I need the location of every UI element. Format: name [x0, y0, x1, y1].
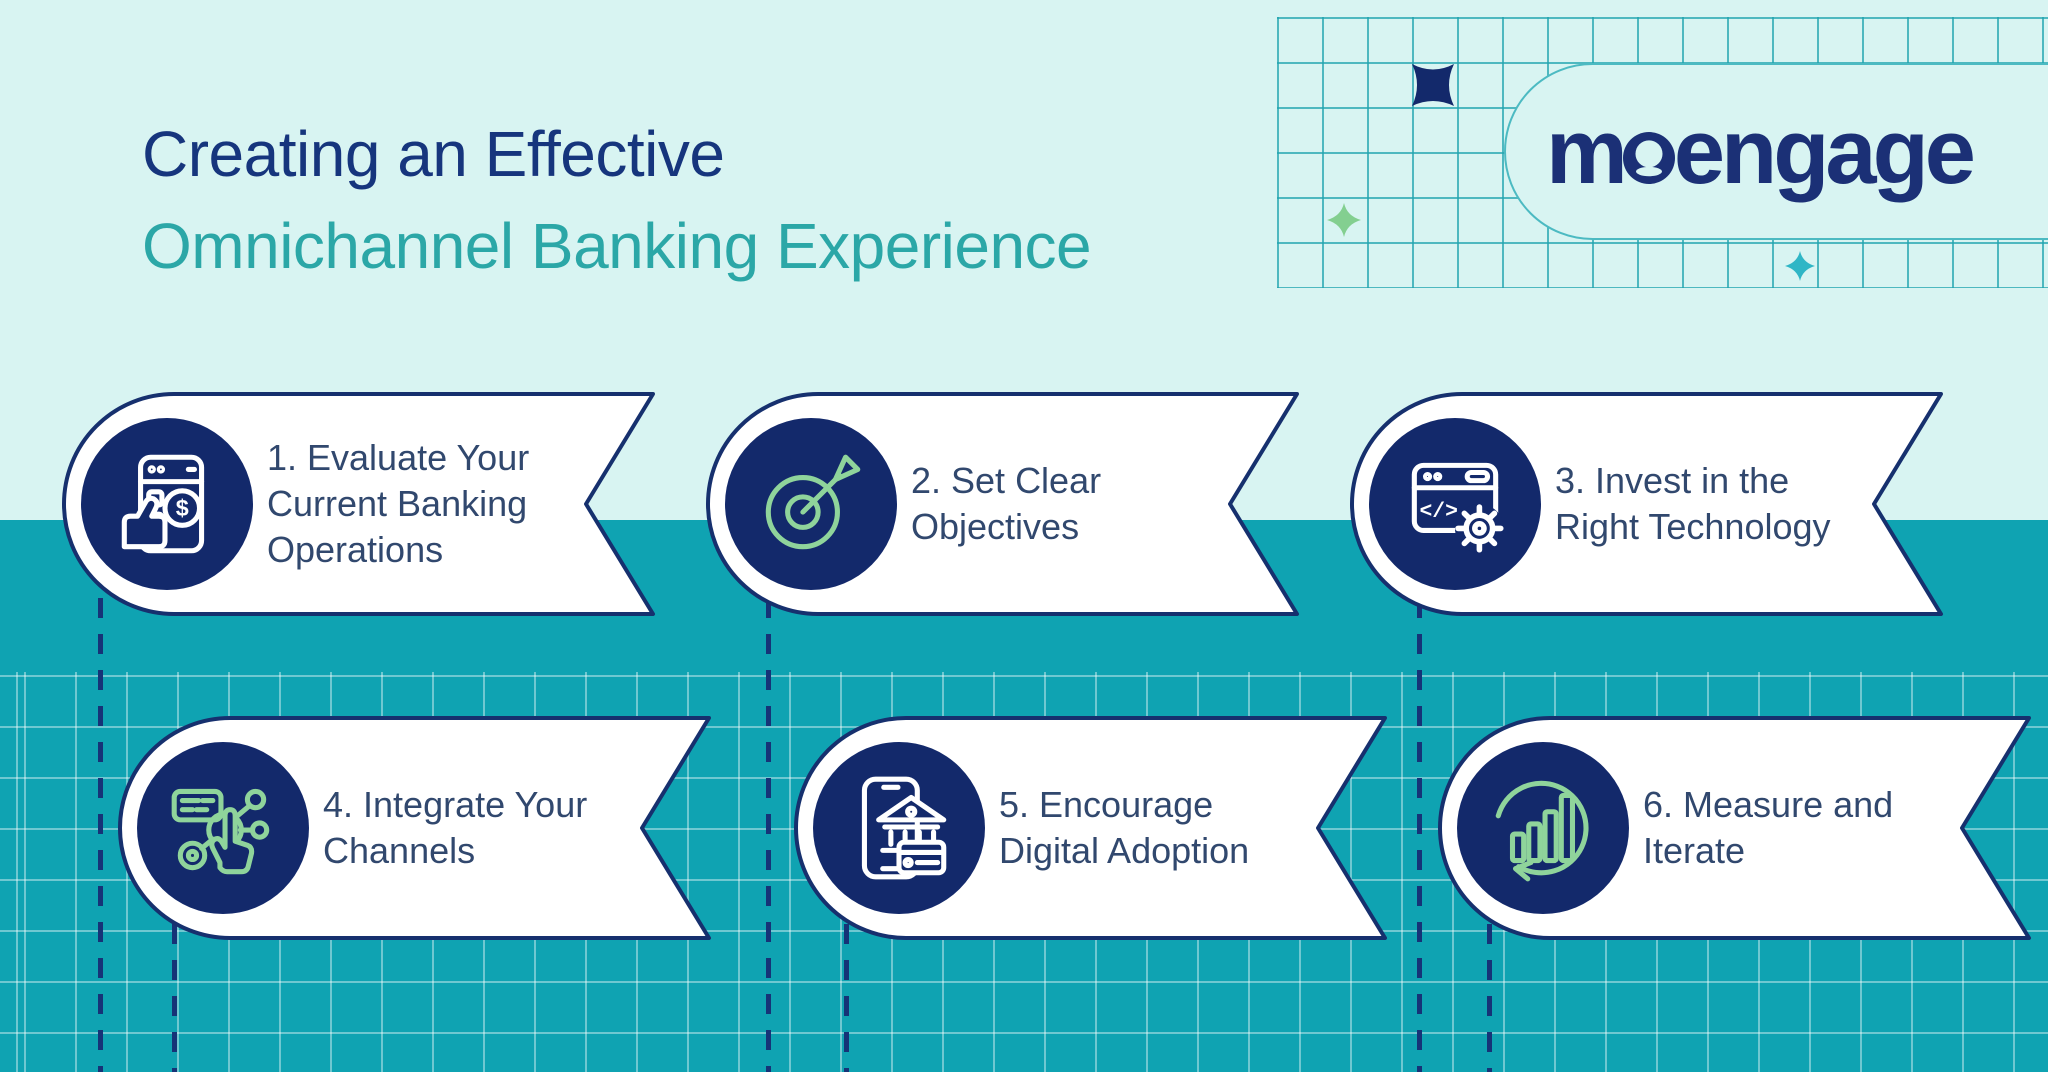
connector-dashed-line	[1417, 598, 1422, 1072]
connector-dashed-line	[844, 924, 849, 1072]
sparkle-teal-icon	[1785, 251, 1815, 281]
step-4-label: 4. Integrate Your Channels	[323, 716, 643, 940]
step-3-badge: </>	[1369, 418, 1541, 590]
step-1-line: Operations	[267, 529, 444, 570]
step-5-line: Digital Adoption	[999, 830, 1250, 871]
svg-text:$: $	[176, 495, 189, 521]
step-6-line: Iterate	[1643, 830, 1746, 871]
step-card-6: 6. Measure and Iterate	[1438, 716, 2038, 940]
page-title: Creating an Effective Omnichannel Bankin…	[142, 108, 1092, 292]
page-title-line1: Creating an Effective	[142, 118, 725, 190]
sparkle-green-icon	[1327, 203, 1361, 237]
step-5-line: 5. Encourage	[999, 784, 1214, 825]
step-card-5: 5. Encourage Digital Adoption	[794, 716, 1394, 940]
step-1-line: 1. Evaluate Your	[267, 437, 530, 478]
star-decoration-icon	[1412, 64, 1454, 106]
chart-refresh-icon	[1495, 780, 1589, 882]
step-6-label: 6. Measure and Iterate	[1643, 716, 1963, 940]
target-dart-icon	[765, 454, 861, 550]
step-2-label: 2. Set Clear Objectives	[911, 392, 1231, 616]
step-4-line: 4. Integrate Your	[323, 784, 588, 825]
connector-dashed-line	[1487, 924, 1492, 1072]
logo-text-suffix: engage	[1673, 100, 1976, 203]
step-2-badge	[725, 418, 897, 590]
moengage-logo: m engage	[1546, 100, 1976, 203]
brand-logo-pill: m engage	[1504, 63, 2048, 240]
step-3-line: Right Technology	[1555, 506, 1831, 547]
step-1-label: 1. Evaluate Your Current Banking Operati…	[267, 392, 587, 616]
step-4-line: Channels	[323, 830, 476, 871]
step-1-badge: $	[81, 418, 253, 590]
step-2-line: Objectives	[911, 506, 1080, 547]
moengage-o-icon	[1622, 131, 1675, 184]
svg-text:</>: </>	[1420, 500, 1458, 524]
step-2-line: 2. Set Clear	[911, 460, 1102, 501]
logo-text-prefix: m	[1546, 100, 1628, 203]
step-1-line: Current Banking	[267, 483, 528, 524]
step-card-1: $ 1. Evaluate Your Current Banking Opera…	[62, 392, 662, 616]
step-5-label: 5. Encourage Digital Adoption	[999, 716, 1319, 940]
step-card-2: 2. Set Clear Objectives	[706, 392, 1306, 616]
step-card-3: </> 3. Invest in the Right Technol	[1350, 392, 1950, 616]
page-title-line2: Omnichannel Banking Experience	[142, 210, 1092, 282]
step-card-4: 4. Integrate Your Channels	[118, 716, 718, 940]
step-3-label: 3. Invest in the Right Technology	[1555, 392, 1875, 616]
mobile-banking-review-icon: $	[121, 454, 205, 554]
connector-dashed-line	[766, 598, 771, 1072]
step-6-badge	[1457, 742, 1629, 914]
code-window-gear-icon: </>	[1411, 462, 1504, 553]
step-5-badge	[813, 742, 985, 914]
connector-dashed-line	[98, 598, 103, 1072]
step-3-line: 3. Invest in the	[1555, 460, 1790, 501]
step-6-line: 6. Measure and	[1643, 784, 1894, 825]
step-4-badge	[137, 742, 309, 914]
connector-dashed-line	[172, 924, 177, 1072]
connected-channels-tap-icon	[171, 788, 270, 875]
mobile-bank-card-icon	[861, 776, 947, 880]
